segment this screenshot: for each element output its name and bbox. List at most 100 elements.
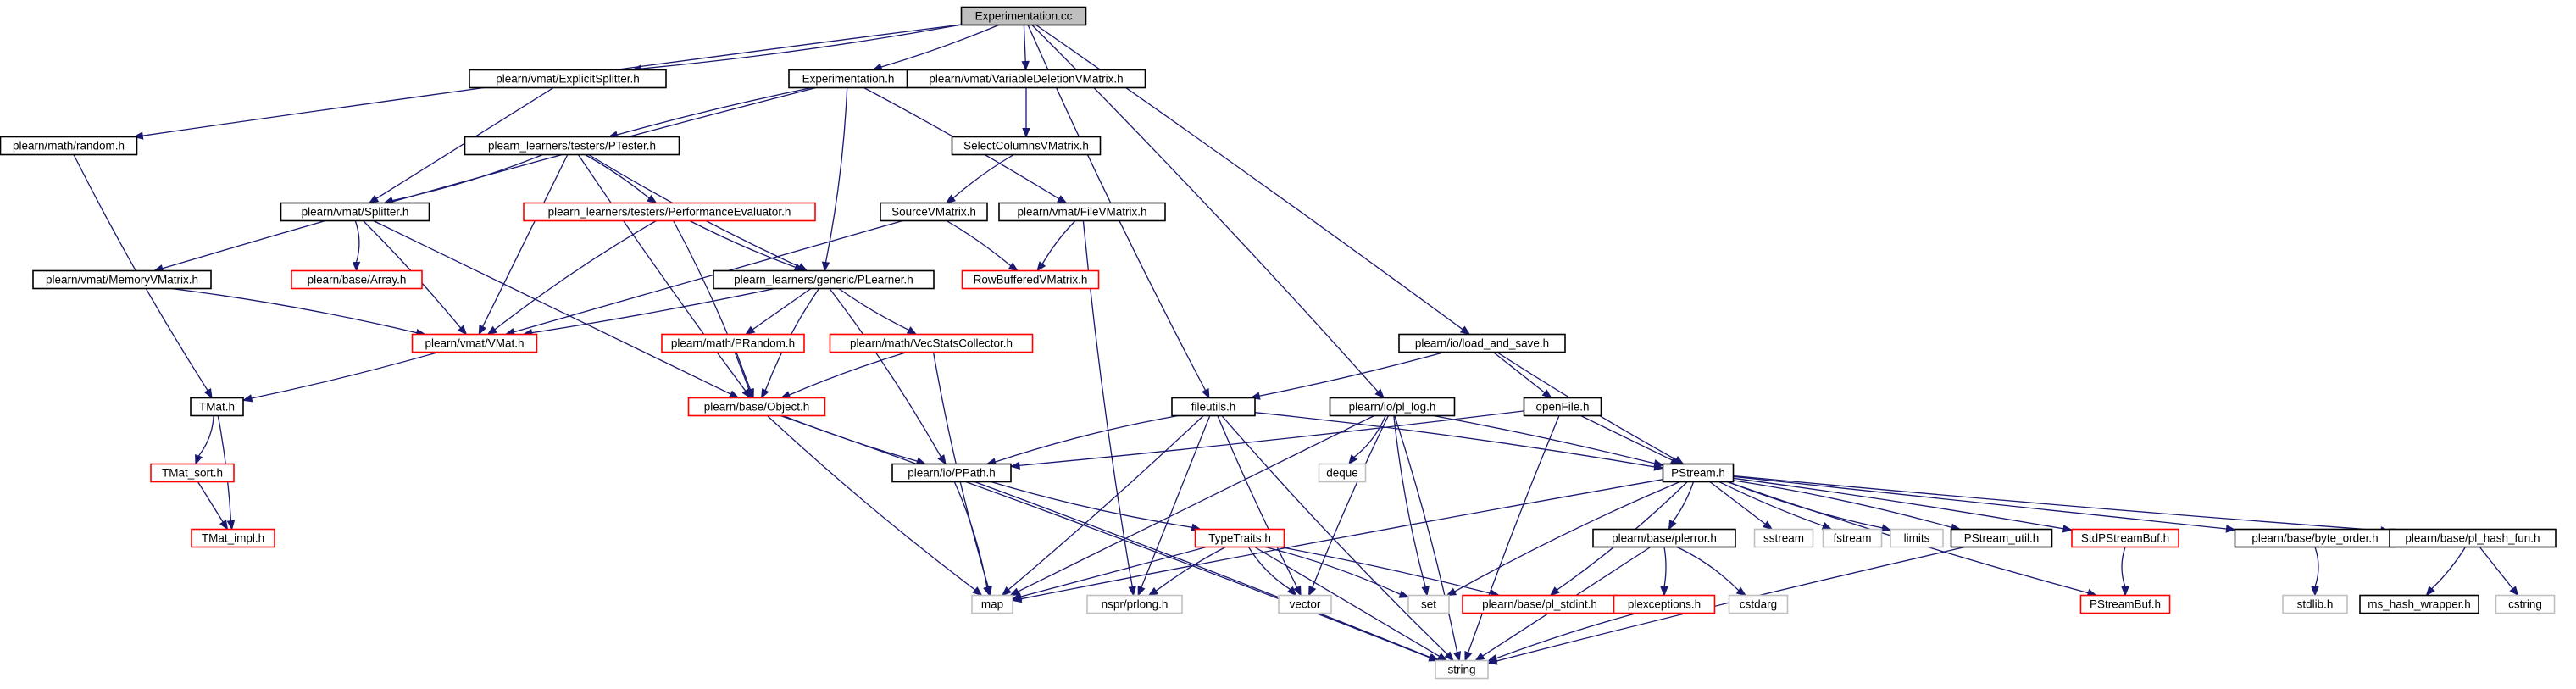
node-label: PStream.h xyxy=(1671,467,1725,480)
edge-splitter-to-object_h xyxy=(373,219,740,399)
node-pstreambuf[interactable]: PStreamBuf.h xyxy=(2079,594,2171,614)
edge-pl_log-to-deque xyxy=(1348,415,1386,465)
edge-plearner-to-prandom xyxy=(744,287,812,336)
node-ppath[interactable]: plearn/io/PPath.h xyxy=(891,463,1012,483)
node-label: TMat_sort.h xyxy=(162,467,223,480)
node-ptester[interactable]: plearn_learners/testers/PTester.h xyxy=(464,136,680,156)
node-memory-vmatrix[interactable]: plearn/vmat/MemoryVMatrix.h xyxy=(32,269,212,290)
node-experimentation-h[interactable]: Experimentation.h xyxy=(788,69,908,89)
node-label: Experimentation.h xyxy=(802,73,895,86)
edge-pstream-to-map xyxy=(1011,479,1663,603)
node-label: plearn/vmat/Splitter.h xyxy=(302,206,409,219)
node-vecstats[interactable]: plearn/math/VecStatsCollector.h xyxy=(829,333,1034,353)
node-vmat-h[interactable]: plearn/vmat/VMat.h xyxy=(411,333,538,353)
node-stdpstreambuf[interactable]: StdPStreamBuf.h xyxy=(2071,528,2179,548)
node-splitter[interactable]: plearn/vmat/Splitter.h xyxy=(280,202,430,222)
edge-fileutils-to-pstream xyxy=(1254,412,1664,471)
edge-plearner-to-vecstats xyxy=(838,287,918,336)
node-label: cstring xyxy=(2508,598,2542,611)
node-label: plearn/io/pl_log.h xyxy=(1349,401,1436,414)
node-fileutils[interactable]: fileutils.h xyxy=(1171,397,1256,417)
node-pl-log[interactable]: plearn/io/pl_log.h xyxy=(1329,397,1456,417)
node-object-h[interactable]: plearn/base/Object.h xyxy=(687,397,826,417)
edge-ptester-to-performance_evaluator xyxy=(585,153,658,204)
node-openfile[interactable]: openFile.h xyxy=(1523,397,1602,417)
node-plerror[interactable]: plearn/base/plerror.h xyxy=(1592,528,1736,548)
node-tmat-h[interactable]: TMat.h xyxy=(190,397,244,417)
node-plearner[interactable]: plearn_learners/generic/PLearner.h xyxy=(713,269,935,290)
edge-plexceptions-to-string xyxy=(1486,612,1637,663)
node-limits: limits xyxy=(1890,528,1944,548)
edge-ppath-to-string xyxy=(974,481,1441,662)
node-select-columns[interactable]: SelectColumnsVMatrix.h xyxy=(951,136,1102,156)
node-load-and-save[interactable]: plearn/io/load_and_save.h xyxy=(1398,333,1566,353)
node-label: SourceVMatrix.h xyxy=(891,206,976,219)
edge-openfile-to-string xyxy=(1464,415,1560,662)
node-pstream-util[interactable]: PStream_util.h xyxy=(1950,528,2053,548)
node-plexceptions[interactable]: plexceptions.h xyxy=(1613,594,1716,614)
edge-file_vmatrix-to-row_buffered xyxy=(1036,220,1076,272)
edge-fileutils-to-string xyxy=(1221,415,1455,662)
node-label: deque xyxy=(1326,467,1358,480)
node-tmat-impl[interactable]: TMat_impl.h xyxy=(191,528,275,548)
edge-typetraits-to-map xyxy=(1011,546,1207,601)
edge-pstream-to-sstream xyxy=(1709,481,1774,531)
node-prandom[interactable]: plearn/math/PRandom.h xyxy=(661,333,805,353)
edge-select_columns-to-source_vmatrix xyxy=(945,153,1014,204)
node-array-h[interactable]: plearn/base/Array.h xyxy=(291,269,423,290)
node-byte-order[interactable]: plearn/base/byte_order.h xyxy=(2234,528,2396,548)
node-label: plearn/base/pl_hash_fun.h xyxy=(2405,532,2540,545)
node-label: plearn/io/PPath.h xyxy=(908,467,996,480)
node-variable-deletion[interactable]: plearn/vmat/VariableDeletionVMatrix.h xyxy=(906,69,1146,89)
node-label: plearn/math/random.h xyxy=(13,140,125,153)
node-label: plearn/io/load_and_save.h xyxy=(1415,337,1549,350)
edge-performance_evaluator-to-plearner xyxy=(689,219,805,272)
node-label: plearn/base/Object.h xyxy=(704,401,810,414)
edge-variable_deletion-to-select_columns xyxy=(1022,87,1030,138)
node-pl-stdint[interactable]: plearn/base/pl_stdint.h xyxy=(1462,594,1618,614)
edge-fileutils-to-map xyxy=(1001,415,1204,597)
edge-ppath-to-typetraits xyxy=(991,481,1202,531)
edge-typetraits-to-set xyxy=(1264,546,1410,598)
node-nspr: nspr/prlong.h xyxy=(1086,594,1183,614)
node-label: PStreamBuf.h xyxy=(2090,598,2161,611)
edge-experimentation_cc-to-load_and_save xyxy=(1035,24,1471,336)
node-pl-hash-fun[interactable]: plearn/base/pl_hash_fun.h xyxy=(2389,528,2557,548)
node-label: TypeTraits.h xyxy=(1208,532,1271,545)
edge-plerror-to-cstdarg xyxy=(1676,546,1747,597)
node-source-vmatrix[interactable]: SourceVMatrix.h xyxy=(880,202,988,222)
edge-load_and_save-to-openfile xyxy=(1492,351,1552,399)
node-label: vector xyxy=(1290,598,1321,611)
edge-stdpstreambuf-to-pstreambuf xyxy=(2121,547,2129,597)
edge-memory_vmatrix-to-vmat_h xyxy=(171,287,427,337)
node-file-vmatrix[interactable]: plearn/vmat/FileVMatrix.h xyxy=(998,202,1166,222)
edge-experimentation_h-to-ptester xyxy=(607,86,812,139)
node-pstream[interactable]: PStream.h xyxy=(1662,463,1735,483)
node-typetraits[interactable]: TypeTraits.h xyxy=(1194,528,1285,548)
node-performance-evaluator[interactable]: plearn_learners/testers/PerformanceEvalu… xyxy=(523,202,816,222)
edge-experimentation_h-to-memory_vmatrix xyxy=(153,86,817,273)
node-tmat-sort[interactable]: TMat_sort.h xyxy=(150,463,235,483)
node-fstream: fstream xyxy=(1822,528,1883,548)
edge-ptester-to-vmat_h xyxy=(478,154,569,336)
node-explicit-splitter[interactable]: plearn/vmat/ExplicitSplitter.h xyxy=(469,69,667,89)
edge-vmat_h-to-tmat_h xyxy=(242,351,439,403)
edge-experimentation_cc-to-explicit_splitter xyxy=(630,24,962,73)
node-row-buffered[interactable]: RowBufferedVMatrix.h xyxy=(961,269,1100,290)
node-label: TMat.h xyxy=(199,401,235,414)
edge-pl_hash_fun-to-cstring xyxy=(2479,547,2519,597)
node-label: fstream xyxy=(1833,532,1871,545)
node-label: ms_hash_wrapper.h xyxy=(2368,598,2471,611)
node-map: map xyxy=(971,594,1013,614)
edge-pl_log-to-map xyxy=(1009,414,1374,597)
node-ms-hash[interactable]: ms_hash_wrapper.h xyxy=(2359,594,2479,614)
node-label: plearn/math/PRandom.h xyxy=(671,337,795,350)
node-cstring: cstring xyxy=(2495,594,2556,614)
node-label: plearn/base/byte_order.h xyxy=(2251,532,2378,545)
node-label: plearn/base/Array.h xyxy=(308,274,407,286)
edge-vecstats-to-object_h xyxy=(780,351,908,399)
node-random-h[interactable]: plearn/math/random.h xyxy=(0,136,138,156)
edge-pl_hash_fun-to-ms_hash xyxy=(2425,547,2467,597)
edge-experimentation_cc-to-variable_deletion xyxy=(1021,25,1030,71)
